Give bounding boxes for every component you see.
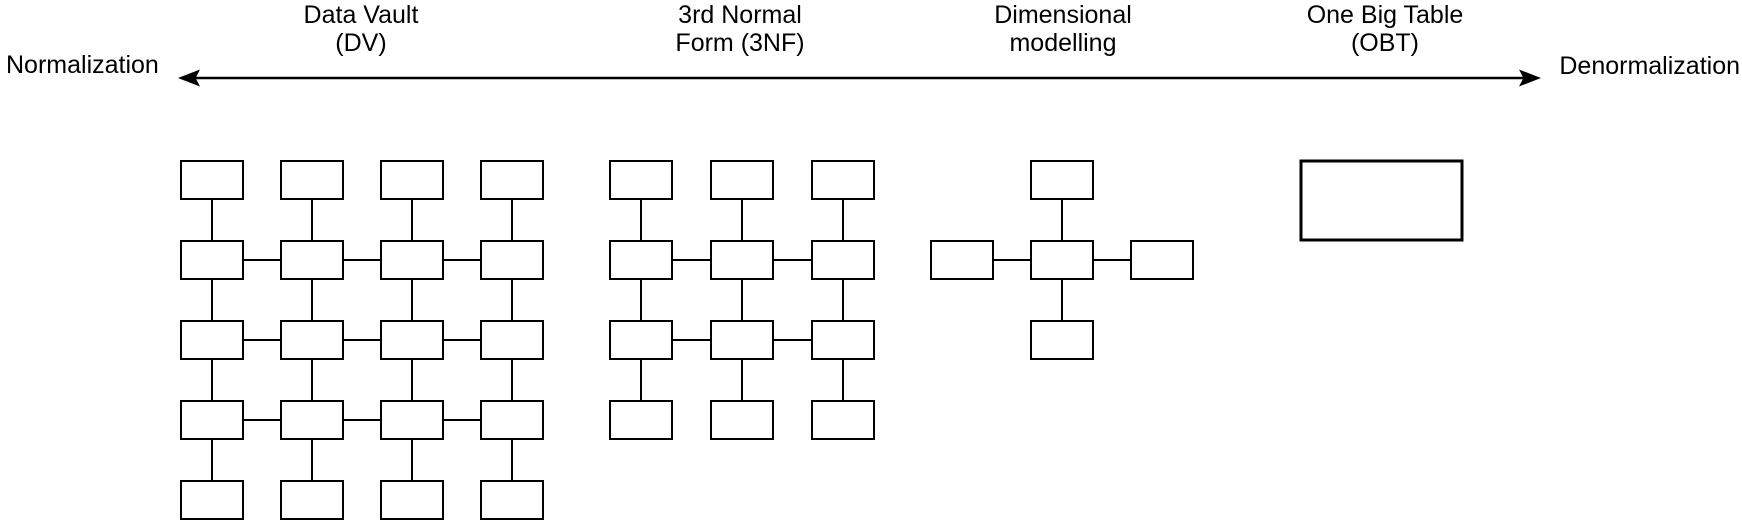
label-obt-line1: One Big Table <box>1306 1 1464 29</box>
table-box <box>609 240 673 280</box>
denormalization-label: Denormalization <box>1559 52 1740 80</box>
obt-schema-group <box>1299 159 1464 242</box>
table-box <box>280 400 344 440</box>
table-box <box>710 320 774 360</box>
table-box <box>380 480 444 520</box>
table-box <box>280 320 344 360</box>
normalization-label: Normalization <box>6 51 159 79</box>
label-data-vault-line2: (DV) <box>335 29 387 57</box>
table-box <box>280 240 344 280</box>
label-data-vault-line1: Data Vault <box>303 1 419 29</box>
table-box <box>811 160 875 200</box>
table-box <box>380 160 444 200</box>
table-box <box>180 400 244 440</box>
3nf-schema-group <box>609 160 875 440</box>
label-data-vault: Data Vault (DV) <box>241 1 481 57</box>
table-box <box>1030 240 1094 280</box>
label-3nf-line1: 3rd Normal <box>678 1 802 29</box>
table-box <box>480 400 544 440</box>
table-box <box>609 160 673 200</box>
table-box <box>609 400 673 440</box>
table-box <box>280 480 344 520</box>
table-box <box>280 160 344 200</box>
schemas-group <box>180 159 1464 520</box>
label-3nf-line2: Form (3NF) <box>675 29 805 57</box>
table-box <box>710 240 774 280</box>
table-box <box>1030 160 1094 200</box>
table-box <box>1030 320 1094 360</box>
table-box <box>180 320 244 360</box>
table-box <box>180 160 244 200</box>
arrowhead-right-icon <box>1519 69 1541 87</box>
table-box <box>1299 159 1464 242</box>
table-box <box>480 240 544 280</box>
data-vault-schema-group <box>180 160 544 520</box>
table-box <box>609 320 673 360</box>
table-box <box>380 320 444 360</box>
table-box <box>180 480 244 520</box>
label-obt-line2: (OBT) <box>1350 29 1420 57</box>
axis-arrow-group <box>178 69 1541 87</box>
table-box <box>811 320 875 360</box>
label-3nf: 3rd Normal Form (3NF) <box>620 1 860 57</box>
label-dimensional: Dimensional modelling <box>943 1 1183 57</box>
table-box <box>380 240 444 280</box>
label-dimensional-line1: Dimensional <box>994 1 1132 29</box>
table-box <box>480 480 544 520</box>
table-box <box>1130 240 1194 280</box>
table-box <box>380 400 444 440</box>
label-obt: One Big Table (OBT) <box>1265 1 1505 57</box>
label-dimensional-line2: modelling <box>1009 29 1117 57</box>
table-box <box>710 160 774 200</box>
table-box <box>180 240 244 280</box>
table-box <box>480 320 544 360</box>
arrowhead-left-icon <box>178 69 200 87</box>
table-box <box>930 240 994 280</box>
table-box <box>811 240 875 280</box>
dimensional-schema-group <box>930 160 1194 360</box>
table-box <box>811 400 875 440</box>
table-box <box>480 160 544 200</box>
table-box <box>710 400 774 440</box>
